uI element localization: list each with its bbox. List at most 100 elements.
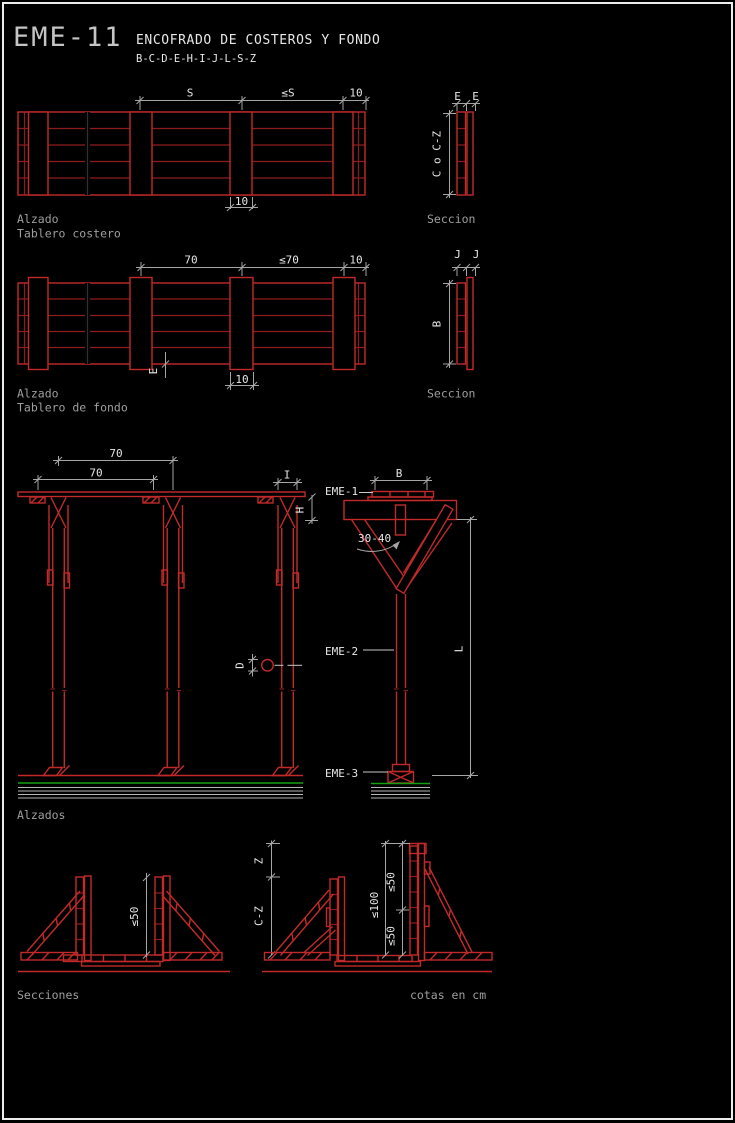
dimension-cleat-width: 10 bbox=[225, 195, 258, 212]
section-cleat bbox=[466, 111, 474, 196]
section-B: Z C-Z bbox=[253, 839, 493, 1002]
ground-line bbox=[371, 782, 430, 799]
dimension-chain-top: 70 ≤70 10 bbox=[136, 254, 370, 276]
section-cleat bbox=[466, 276, 474, 371]
dim-10-bottom: 10 bbox=[235, 195, 248, 208]
brace-left bbox=[26, 890, 86, 956]
cleat bbox=[229, 276, 254, 371]
head-beam bbox=[343, 499, 458, 521]
dim-70b: 70 bbox=[89, 467, 102, 480]
dimension-plank-thickness: E bbox=[147, 352, 170, 378]
cleat bbox=[332, 111, 354, 196]
caption-secciones: Secciones bbox=[17, 988, 79, 1002]
dim-10: 10 bbox=[349, 254, 362, 267]
dimension-I: I bbox=[273, 469, 302, 490]
dim-CoC-Z: C o C-Z bbox=[431, 130, 444, 177]
drawing-title: ENCOFRADO DE COSTEROS Y FONDO bbox=[136, 33, 380, 48]
panel-outline bbox=[17, 282, 366, 365]
top-beam bbox=[17, 491, 306, 498]
label-E2: E bbox=[472, 90, 479, 103]
caption-alzado: Alzado bbox=[17, 212, 59, 226]
dim-L: L bbox=[453, 645, 466, 652]
brace-right bbox=[424, 866, 473, 955]
fondo-section: J J B Seccion bbox=[427, 248, 480, 401]
dim-H: H bbox=[294, 507, 307, 514]
costero-panel-elevation: S ≤S 10 10 Alzado Tablero costero bbox=[17, 87, 370, 241]
dim-10-bottom: 10 bbox=[235, 373, 248, 386]
cleat bbox=[332, 276, 356, 371]
cleat bbox=[27, 276, 49, 371]
dim-S: S bbox=[187, 87, 194, 100]
dim-B: B bbox=[396, 467, 403, 480]
dim-B: B bbox=[431, 320, 444, 327]
base-collar bbox=[391, 763, 411, 773]
dimension-70-upper: 70 bbox=[53, 447, 178, 490]
ground-line bbox=[18, 774, 303, 799]
dim-E: E bbox=[147, 368, 160, 375]
drawing-code: EME-11 bbox=[13, 22, 123, 53]
shore-post bbox=[42, 497, 71, 777]
note-units: cotas en cm bbox=[410, 988, 486, 1002]
pipe-circle bbox=[261, 658, 275, 672]
drawing-subtitle: B-C-D-E-H-I-J-L-S-Z bbox=[136, 53, 256, 65]
head-plate bbox=[371, 490, 435, 498]
caption-seccion-2: Seccion bbox=[427, 387, 475, 401]
dimension-D-pipe: D bbox=[234, 654, 302, 677]
dim-le70: ≤70 bbox=[279, 254, 299, 267]
dim-10: 10 bbox=[349, 87, 362, 100]
dim-I: I bbox=[284, 469, 291, 482]
panel-outline bbox=[17, 111, 366, 196]
caption-tablero-costero: Tablero costero bbox=[17, 227, 121, 241]
dimension-cleat-width: 10 bbox=[225, 372, 259, 390]
cleat bbox=[27, 111, 49, 196]
cleat bbox=[129, 276, 153, 371]
caption-seccion-1: Seccion bbox=[427, 212, 475, 226]
label-J1: J bbox=[454, 248, 461, 261]
caption-alzado: Alzado bbox=[17, 387, 59, 401]
caption-tablero-fondo: Tablero de fondo bbox=[17, 401, 128, 415]
label-eme3: EME-3 bbox=[325, 767, 358, 780]
shore-post bbox=[271, 497, 300, 777]
dimension-le50: ≤50 bbox=[128, 873, 151, 959]
shore-post bbox=[156, 497, 185, 777]
dimension-height: C o C-Z bbox=[431, 109, 456, 199]
dimension-H: H bbox=[294, 493, 318, 525]
label-eme2: EME-2 bbox=[325, 645, 358, 658]
fondo-panel-elevation: 70 ≤70 10 10 E Alzado Tablero de fondo bbox=[17, 254, 370, 415]
title-block: EME-11 ENCOFRADO DE COSTEROS Y FONDO B-C… bbox=[13, 22, 380, 65]
cleat bbox=[229, 111, 253, 196]
dimension-le50-pair: ≤50 ≤50 bbox=[381, 839, 410, 959]
brace-right bbox=[161, 890, 221, 956]
dim-CZ: C-Z bbox=[253, 906, 266, 926]
dim-Z: Z bbox=[253, 857, 266, 864]
shore-detail: B 30-40 bbox=[325, 467, 478, 799]
dim-le100: ≤100 bbox=[368, 892, 381, 919]
brace-left bbox=[275, 889, 336, 957]
dim-le50: ≤50 bbox=[128, 907, 141, 927]
label-J2: J bbox=[473, 248, 480, 261]
dimension-L: L bbox=[432, 515, 478, 780]
angle-annotation: 30-40 bbox=[356, 532, 400, 552]
diagonal-strut bbox=[395, 503, 454, 595]
post-stub bbox=[394, 504, 407, 536]
label-eme1: EME-1 bbox=[325, 485, 358, 498]
label-E1: E bbox=[454, 90, 461, 103]
section-A: ≤50 Secciones bbox=[17, 873, 230, 1002]
section-board bbox=[456, 282, 467, 365]
costero-section: E E C o C-Z Seccion bbox=[427, 90, 480, 226]
dim-D: D bbox=[234, 662, 247, 669]
wedge-plates bbox=[29, 496, 274, 504]
dimension-B: B bbox=[370, 467, 432, 490]
shoring-elevation: 70 70 I H bbox=[17, 447, 318, 822]
angle-label: 30-40 bbox=[358, 532, 391, 545]
cleat bbox=[129, 111, 153, 196]
section-board bbox=[456, 111, 467, 196]
caption-alzados: Alzados bbox=[17, 808, 65, 822]
dimension-height: B bbox=[431, 279, 456, 368]
dim-le50a: ≤50 bbox=[385, 872, 398, 892]
part-labels: EME-1 EME-2 EME-3 bbox=[325, 485, 394, 780]
dim-le50b: ≤50 bbox=[385, 926, 398, 946]
